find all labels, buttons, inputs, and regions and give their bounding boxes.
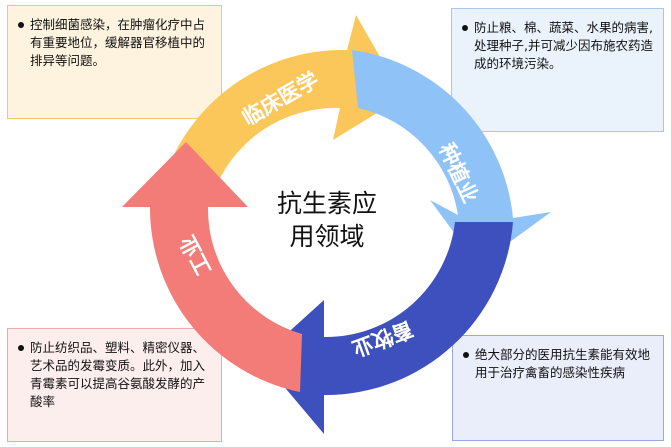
center-title-line1: 抗生素应: [277, 189, 377, 218]
note-industry: 防止纺织品、塑料、精密仪器、艺术品的发霉变质。此外，加入青霉素可以提高谷氨酸发酵…: [7, 328, 222, 442]
center-title-line2: 用领域: [289, 222, 364, 251]
bullet-icon: [18, 345, 24, 351]
bullet-icon: [463, 352, 469, 358]
note-clinical: 控制细菌感染，在肿瘤化疗中占有重要地位，缓解器官移植中的排异等问题。: [7, 5, 222, 119]
note-planting: 防止粮、棉、蔬菜、水果的病害,处理种子,并可减少因布施农药造成的环境污染。: [451, 8, 664, 132]
segment-planting-arrow: [352, 50, 551, 265]
note-livestock: 绝大部分的医用抗生素能有效地用于治疗禽畜的感染性疾病: [452, 335, 664, 441]
note-livestock-text: 绝大部分的医用抗生素能有效地用于治疗禽畜的感染性疾病: [475, 347, 651, 380]
note-industry-text: 防止纺织品、塑料、精密仪器、艺术品的发霉变质。此外，加入青霉素可以提高谷氨酸发酵…: [30, 340, 206, 409]
note-planting-text: 防止粮、棉、蔬菜、水果的病害,处理种子,并可减少因布施农药造成的环境污染。: [474, 20, 653, 71]
segment-clinical-arrow: [159, 15, 403, 197]
note-clinical-text: 控制细菌感染，在肿瘤化疗中占有重要地位，缓解器官移植中的排异等问题。: [30, 17, 206, 68]
segment-industry-arrow: [122, 142, 302, 392]
bullet-icon: [462, 25, 468, 31]
segment-livestock-arrow: [260, 222, 513, 434]
bullet-icon: [18, 22, 24, 28]
